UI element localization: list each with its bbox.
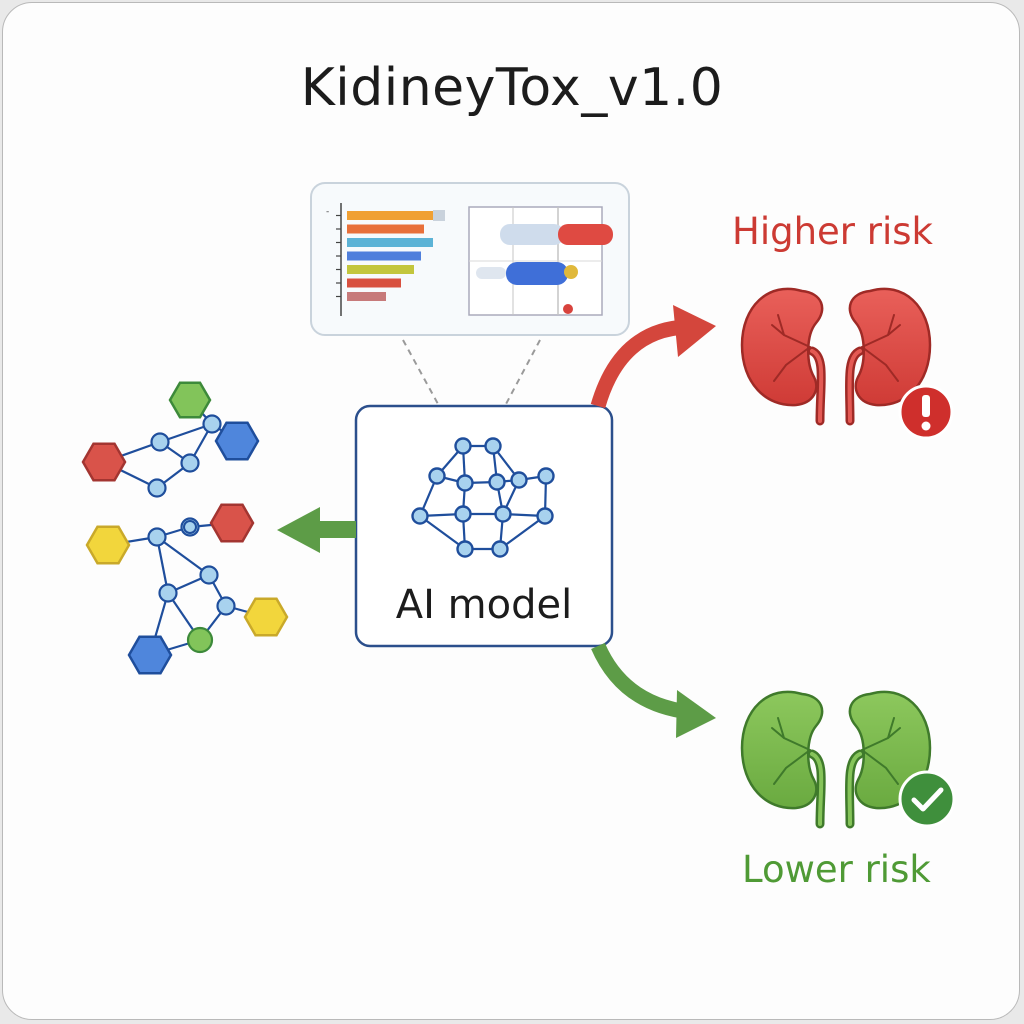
- svg-text:-: -: [326, 207, 329, 217]
- atom-hexagon: [243, 597, 289, 637]
- panel-connectors: [402, 339, 541, 405]
- importance-bar: [347, 211, 445, 220]
- network-node: [411, 507, 429, 525]
- network-node: [484, 437, 502, 455]
- lower-risk-label: Lower risk: [742, 848, 931, 891]
- network-node: [454, 505, 472, 523]
- check-icon: [898, 770, 956, 828]
- higher-risk-label: Higher risk: [732, 210, 933, 253]
- network-node: [536, 507, 554, 525]
- atom-hexagon: [81, 442, 127, 482]
- lower-risk-arrow: [591, 642, 716, 738]
- kidney-higher-risk-icon: [740, 287, 932, 426]
- page-title: KidineyTox_v1.0: [300, 58, 724, 118]
- network-node: [456, 540, 474, 558]
- atom-node: [202, 414, 222, 434]
- higher-risk-arrow: [590, 305, 716, 409]
- atom-node: [150, 432, 170, 452]
- atom-node: [147, 478, 167, 498]
- atom-node: [186, 626, 214, 654]
- atom-node: [147, 527, 167, 547]
- network-node: [428, 467, 446, 485]
- importance-bar: [347, 251, 421, 261]
- atom-node: [216, 596, 236, 616]
- atom-hexagon: [127, 635, 173, 675]
- feature-importance-chart: -: [326, 203, 445, 316]
- network-node: [454, 437, 472, 455]
- input-arrow: [277, 507, 356, 553]
- importance-bar: [347, 238, 433, 247]
- importance-bar: [347, 292, 386, 301]
- atom-node: [158, 583, 178, 603]
- molecule-structures: [81, 381, 289, 675]
- network-node: [456, 474, 474, 492]
- neural-network-icon: [411, 437, 555, 558]
- network-node: [491, 540, 509, 558]
- exclamation-icon: [898, 384, 954, 440]
- network-node: [510, 471, 528, 489]
- ai-model-box: [354, 404, 614, 648]
- importance-bar: [347, 224, 424, 234]
- importance-bar: [347, 278, 401, 288]
- explanation-panel: -: [310, 182, 630, 336]
- network-node: [537, 467, 555, 485]
- importance-bar: [347, 265, 414, 274]
- shap-chart: [468, 206, 613, 316]
- atom-node: [180, 453, 200, 473]
- atom-hexagon: [214, 421, 260, 461]
- atom-hexagon: [85, 525, 131, 565]
- atom-hexagon: [168, 381, 212, 419]
- atom-node: [199, 565, 219, 585]
- network-node: [488, 473, 506, 491]
- atom-hexagon: [209, 503, 255, 543]
- ai-model-label: AI model: [395, 582, 573, 628]
- network-node: [494, 505, 512, 523]
